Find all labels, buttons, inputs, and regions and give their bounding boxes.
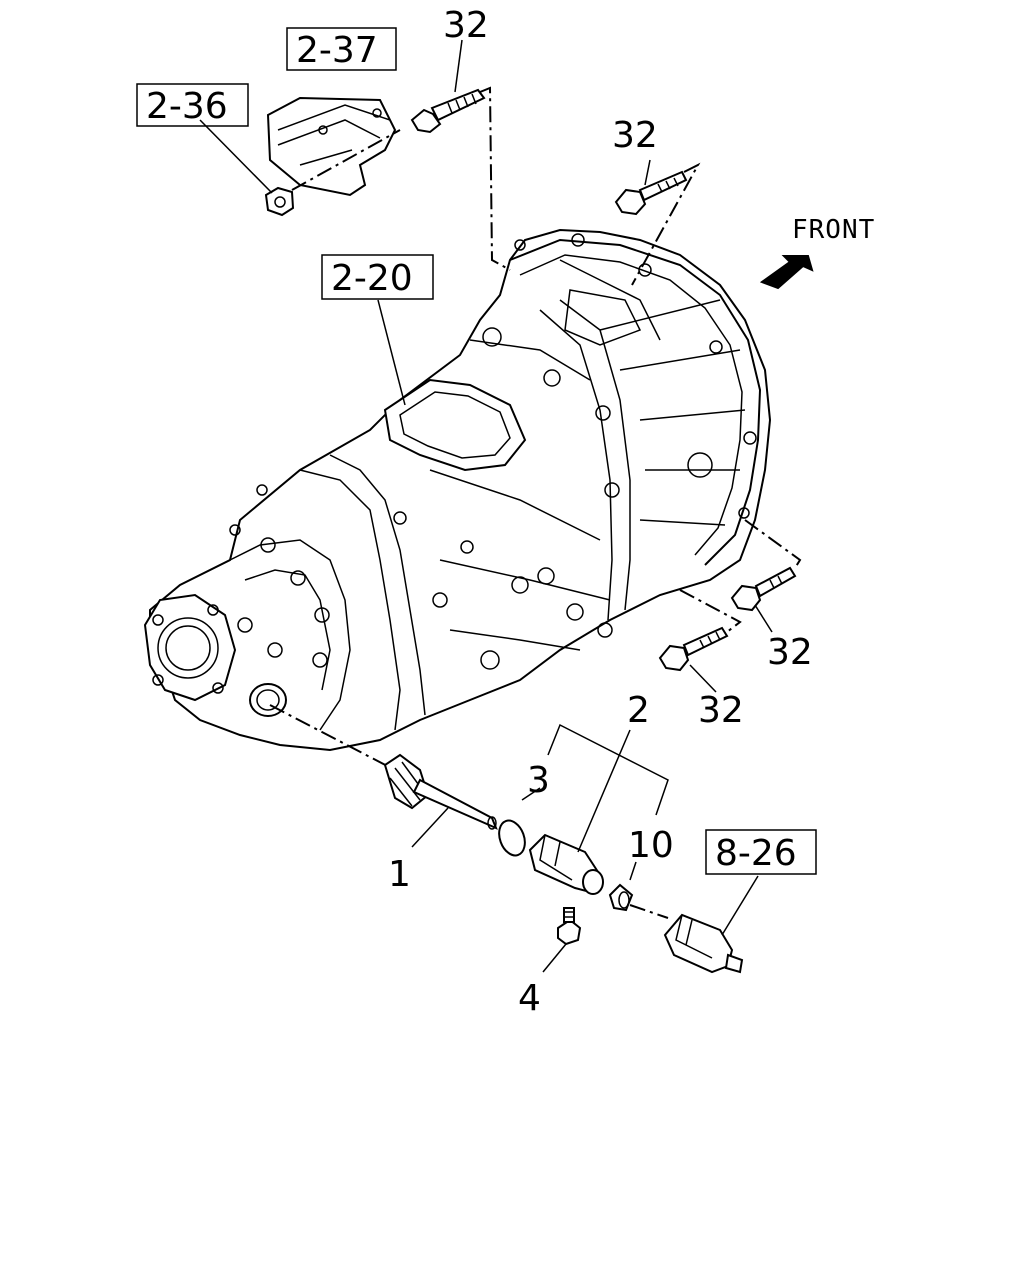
callout-2: 2 bbox=[627, 690, 650, 731]
ref-box-8-26 bbox=[705, 829, 817, 875]
transmission-case bbox=[143, 228, 772, 752]
speed-sensor bbox=[663, 913, 744, 974]
front-label: FRONT bbox=[792, 215, 875, 245]
ref-label-2-37: 2-37 bbox=[296, 30, 378, 71]
ref-box-2-36 bbox=[136, 83, 249, 127]
bolt-bottom bbox=[658, 626, 729, 672]
o-ring bbox=[498, 819, 526, 857]
ref-label-2-36: 2-36 bbox=[146, 86, 228, 127]
callout-32-bottom: 32 bbox=[698, 690, 744, 731]
sleeve bbox=[528, 833, 604, 895]
ref-box-2-37 bbox=[286, 27, 397, 71]
callout-32-top: 32 bbox=[443, 5, 489, 46]
mount-bracket bbox=[266, 96, 397, 197]
ref-label-2-20: 2-20 bbox=[331, 258, 413, 299]
front-arrow-icon bbox=[759, 255, 814, 290]
bolt-upper-right bbox=[614, 170, 688, 216]
seal bbox=[608, 883, 634, 912]
bolt-top bbox=[410, 88, 486, 134]
ref-label-8-26: 8-26 bbox=[715, 833, 797, 874]
callout-3: 3 bbox=[527, 760, 550, 801]
callout-4: 4 bbox=[518, 978, 541, 1019]
callout-32-upper-right: 32 bbox=[612, 115, 658, 156]
callout-10: 10 bbox=[628, 825, 674, 866]
callout-1: 1 bbox=[388, 854, 411, 895]
ref-box-2-20 bbox=[321, 254, 434, 300]
speedometer-shaft bbox=[383, 753, 498, 830]
lock-bolt bbox=[557, 907, 582, 946]
bolt-lower-right bbox=[730, 566, 797, 612]
flange-nut bbox=[264, 186, 295, 217]
callout-32-lower-right: 32 bbox=[767, 632, 813, 673]
